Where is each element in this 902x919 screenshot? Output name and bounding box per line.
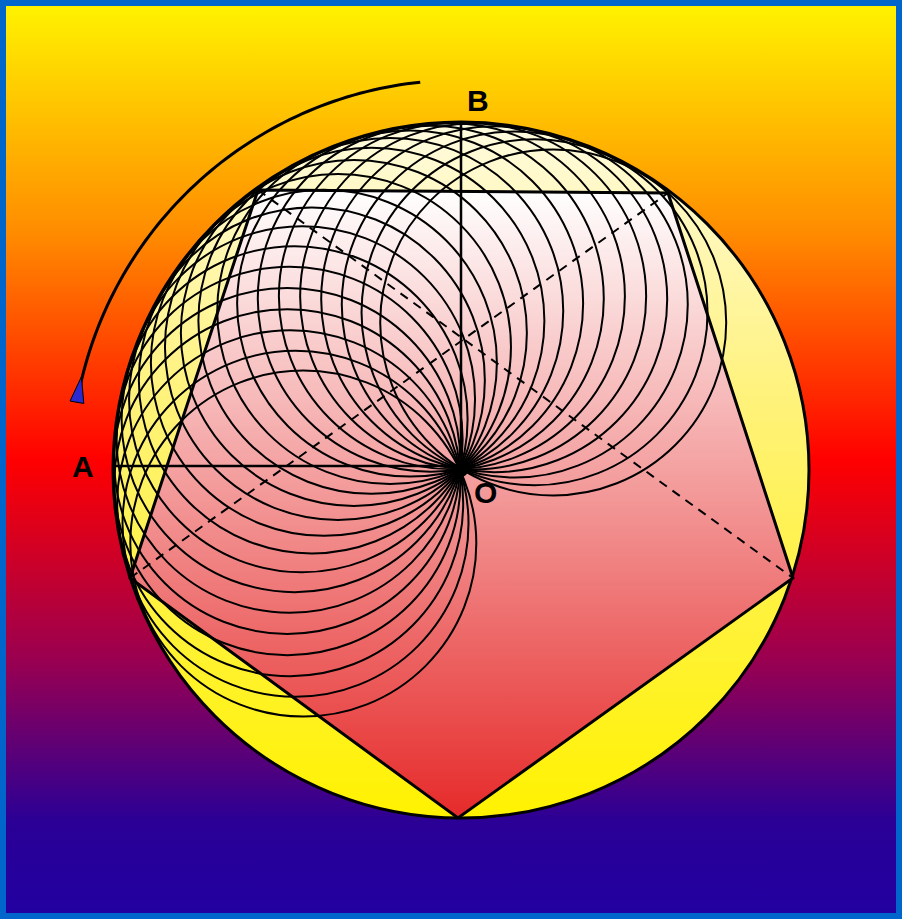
rolling-circles bbox=[114, 123, 726, 716]
rolling-circle bbox=[123, 351, 469, 697]
rolling-circle bbox=[114, 288, 460, 634]
rolling-circle bbox=[237, 131, 583, 477]
rolling-circle bbox=[130, 371, 476, 717]
background bbox=[6, 6, 896, 913]
big-circle bbox=[113, 122, 809, 818]
rolling-circle bbox=[122, 246, 468, 592]
rolling-circle bbox=[114, 309, 460, 655]
point-label: A bbox=[72, 452, 94, 482]
rolling-circle bbox=[117, 330, 463, 676]
rolling-circle bbox=[117, 267, 463, 613]
radii bbox=[113, 122, 461, 466]
rolling-circle bbox=[129, 226, 475, 572]
point-label: B bbox=[467, 86, 489, 116]
rolling-circle bbox=[139, 207, 485, 553]
point-label: O bbox=[474, 478, 497, 508]
center-dot bbox=[454, 463, 468, 477]
rotation-arc bbox=[77, 82, 420, 402]
arrow-head bbox=[70, 377, 84, 404]
